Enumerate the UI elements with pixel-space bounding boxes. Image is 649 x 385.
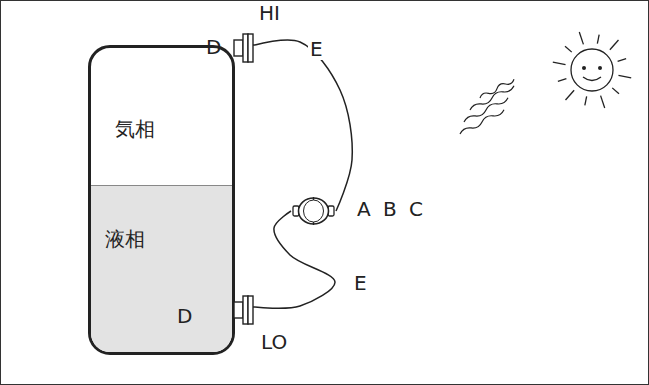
node-label: LO	[261, 331, 287, 353]
sun-ray	[566, 90, 575, 100]
transmitter-body	[299, 198, 329, 224]
liquid-phase-band: 液相	[91, 185, 232, 352]
sun-ray	[610, 40, 619, 50]
flange-neck	[234, 40, 243, 56]
sun-ray	[597, 35, 599, 44]
flange-plate	[248, 296, 253, 324]
sun-ray	[601, 96, 605, 108]
flange-plate	[243, 34, 248, 62]
heat-wave	[480, 79, 514, 98]
flange-stub	[253, 44, 255, 45]
lo-flange: DLO	[233, 295, 255, 325]
flange-stub	[253, 306, 255, 307]
capillary-line	[255, 211, 335, 308]
flange-neck	[234, 302, 243, 318]
capillary-label: E	[352, 272, 369, 294]
node-label: D	[177, 305, 192, 327]
heat-wave	[460, 110, 504, 134]
sun-ray	[618, 59, 627, 62]
flange-plate	[243, 296, 248, 324]
sun-ray	[579, 32, 583, 44]
flange-symbol	[233, 295, 255, 325]
sun-ray	[565, 46, 572, 52]
flange-plate	[248, 34, 253, 62]
transmitter-bolt	[313, 222, 314, 225]
heat-waves	[460, 79, 514, 134]
node-label: 液相	[105, 228, 145, 250]
sun-ray	[618, 75, 631, 78]
sun-ray	[585, 96, 587, 105]
tank-vessel: 気相液相	[88, 45, 235, 355]
capillary-line	[255, 40, 352, 211]
node-label: D	[206, 36, 221, 58]
hi-flange: DHI	[233, 33, 255, 63]
sun-ray	[612, 88, 619, 94]
node-label: A B C	[357, 198, 423, 220]
sun-symbol	[553, 32, 631, 108]
heat-wave	[464, 98, 508, 122]
transmitter: A B C	[291, 196, 336, 226]
transmitter-symbol	[291, 196, 336, 226]
node-label: 気相	[115, 118, 155, 140]
flange-symbol	[233, 33, 255, 63]
port-label: HI	[259, 2, 280, 24]
sun-ray	[553, 62, 566, 65]
capillary-label: E	[308, 38, 325, 60]
sun-ray	[558, 79, 567, 82]
transmitter-bolt	[313, 197, 314, 200]
transmitter-diaphragm	[304, 200, 324, 222]
